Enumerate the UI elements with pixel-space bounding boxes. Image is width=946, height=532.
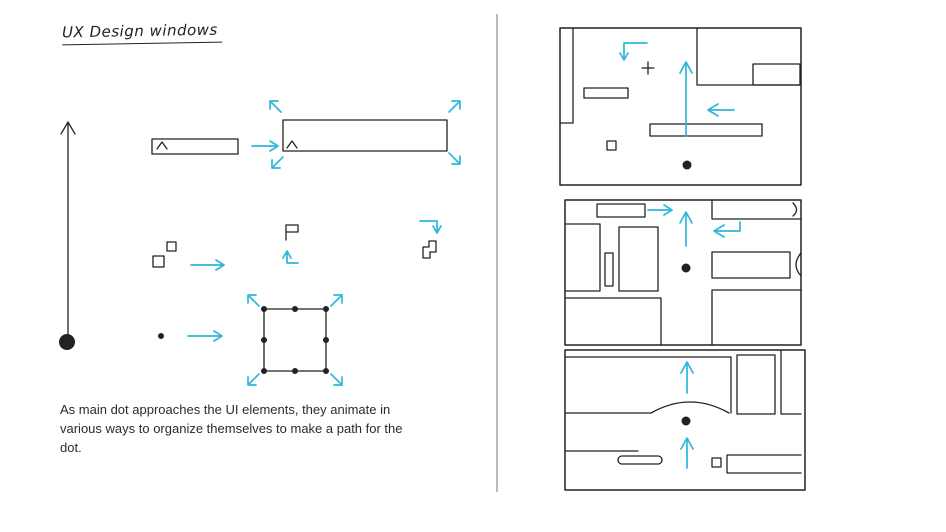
tiny-squares	[152, 241, 177, 268]
large-window	[282, 119, 448, 152]
path-dot	[323, 306, 329, 312]
plus-icon	[641, 61, 655, 75]
right-arrow-icon	[190, 259, 225, 271]
small-window	[151, 138, 239, 155]
panel-1	[559, 27, 802, 186]
path-dot	[261, 368, 267, 374]
top-band	[564, 356, 732, 414]
moving-dot	[158, 333, 164, 339]
bottom-left-region	[564, 297, 662, 346]
expand-arrow-bottom-left-icon	[247, 373, 260, 386]
top-bar	[596, 203, 646, 218]
right-edge-curve-mid	[795, 252, 802, 277]
up-arrow-icon	[680, 437, 694, 469]
small-bar	[583, 87, 629, 99]
left-arrow-icon	[707, 103, 735, 117]
panel-1-frame	[559, 27, 802, 186]
right-edge-rect	[780, 350, 802, 415]
square-expand-arrow-icons	[247, 294, 343, 386]
expand-arrow-icons	[269, 100, 461, 169]
expand-arrow-top-left-icon	[269, 100, 282, 113]
expand-arrow-top-right-icon	[330, 294, 343, 307]
step-shape	[422, 240, 437, 259]
right-arrow-icon	[187, 330, 223, 342]
up-arrow-icon	[680, 361, 694, 394]
path-square	[261, 306, 329, 374]
medium-rect	[618, 226, 659, 292]
rounded-bar	[617, 455, 663, 465]
timeline-up-arrow-icon	[60, 121, 76, 335]
window-small-top-right	[752, 63, 801, 86]
narrow-rect	[604, 252, 614, 287]
top-right-band	[711, 199, 802, 220]
main-dot	[59, 334, 75, 350]
bottom-right-region	[711, 289, 802, 346]
wide-bar	[649, 123, 763, 137]
flag-shape	[285, 224, 299, 241]
path-dot	[323, 337, 329, 343]
main-dot	[681, 416, 691, 426]
main-dot	[681, 263, 691, 273]
panel-3	[564, 349, 806, 491]
small-square	[606, 140, 617, 151]
left-box	[564, 223, 601, 292]
caret-icon	[156, 141, 168, 150]
corner-arrow-up-icon	[282, 250, 299, 264]
annotation-text: As main dot approaches the UI elements, …	[60, 402, 403, 456]
up-arrow-icon	[679, 211, 693, 247]
corner-arrow-down-icon	[619, 42, 648, 61]
small-square	[711, 457, 722, 468]
left-sketch	[59, 100, 461, 386]
panel-2-frame	[564, 199, 802, 346]
caret-icon	[286, 140, 298, 149]
expand-arrow-top-right-icon	[448, 100, 461, 113]
panel-2	[564, 199, 802, 346]
corner-arrow-down-icon	[419, 220, 442, 234]
bottom-right-rect	[726, 454, 802, 474]
right-rect	[711, 251, 791, 279]
expand-arrow-bottom-left-icon	[271, 156, 284, 169]
expand-arrow-bottom-right-icon	[330, 373, 343, 386]
return-left-arrow-icon	[713, 221, 741, 238]
right-arrow-icon	[251, 140, 279, 152]
path-dot	[261, 337, 267, 343]
main-dot	[682, 160, 692, 170]
right-tall-rect	[736, 354, 776, 415]
right-arrow-icon	[647, 204, 673, 216]
path-dot	[323, 368, 329, 374]
right-edge-curve-top	[792, 202, 798, 217]
left-column	[559, 27, 574, 124]
up-arrow-icon	[679, 61, 693, 137]
expand-arrow-bottom-right-icon	[448, 152, 461, 165]
path-dot	[292, 306, 298, 312]
path-dot	[292, 368, 298, 374]
path-dot	[261, 306, 267, 312]
expand-arrow-top-left-icon	[247, 294, 260, 307]
